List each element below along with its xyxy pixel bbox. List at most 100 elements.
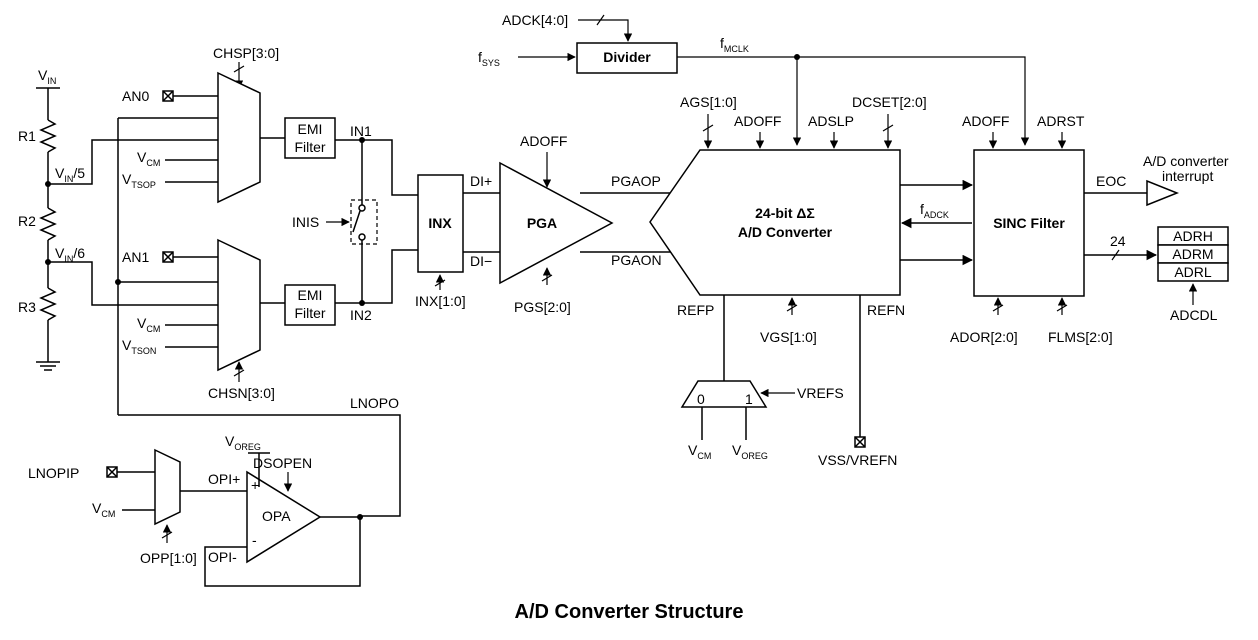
vin6-label: VIN/6 [55,245,85,264]
flms-label: FLMS[2:0] [1048,329,1113,345]
din-label: DI− [470,253,492,269]
pgaon-label: PGAON [611,252,662,268]
adcdl-label: ADCDL [1170,307,1218,323]
inx-sel-label: INX[1:0] [415,293,466,309]
in2-label: IN2 [350,307,372,323]
r3-resistor [39,287,57,321]
dip-label: DI+ [470,173,492,189]
fsys-label: fSYS [478,49,500,68]
adc-block [649,149,901,296]
mux-in1-label: 1 [745,391,753,407]
divider-block [576,42,678,74]
inx-label: INX [428,215,452,231]
fmclk-label: fMCLK [720,35,749,54]
voreg-label-2: VOREG [732,442,768,461]
interrupt-label-2: interrupt [1162,168,1213,184]
opa-minus-sign: - [252,532,257,548]
dsopen-label: DSOPEN [253,455,312,471]
outputs: EOC A/D converter interrupt 24 ADRH ADRM… [1084,153,1229,323]
fadck-label: fADCK [920,201,949,220]
emi-filter-2 [284,284,336,326]
sinc-filter-label: SINC Filter [993,215,1065,231]
adslp-label: ADSLP [808,113,854,129]
ground-icon [36,361,60,371]
adrh-label: ADRH [1173,228,1213,244]
pga-label: PGA [527,215,557,231]
sinc-filter-block [973,149,1085,297]
mux-in0-label: 0 [697,391,705,407]
dcset-label: DCSET[2:0] [852,94,927,110]
voreg-label-1: VOREG [225,433,261,452]
vcm-label-1: VCM [137,149,160,168]
pga-amplifier [499,161,614,285]
an0-label: AN0 [122,88,149,104]
sinc-adoff-label: ADOFF [962,113,1009,129]
vtsop-label: VTSOP [122,171,156,190]
refp-label: REFP [677,302,714,318]
bus-width-label: 24 [1110,233,1126,249]
vss-pin-icon [854,436,866,448]
inis-label: INIS [292,214,319,230]
adc-label-2: A/D Converter [738,224,833,240]
refn-label: REFN [867,302,905,318]
voltage-divider: VIN R1 VIN/5 R2 VIN/6 R3 [18,67,218,371]
opp-mux [154,448,181,526]
r2-label: R2 [18,213,36,229]
opp-label: OPP[1:0] [140,550,197,566]
opa-section: LNOPO LNOPIP VCM OPP[1:0] OPI+ + - OPA V… [28,118,401,587]
vtson-label: VTSON [122,337,156,356]
an0-pin-icon [162,90,174,102]
chsp-label: CHSP[3:0] [213,45,279,61]
adc-sinc-links: fADCK [900,179,974,266]
emi-filters: EMI Filter EMI Filter [260,117,336,326]
r2-resistor [39,207,57,241]
opa-amplifier [246,470,322,564]
pga-adoff-label: ADOFF [520,133,567,149]
chsn-label: CHSN[3:0] [208,385,275,401]
clock-section: ADCK[4:0] fSYS Divider fMCLK [478,12,1030,146]
r1-resistor [39,119,57,153]
opa-label: OPA [262,508,291,524]
vcm-label-4: VCM [92,500,115,519]
emi-filter-2-label-2: Filter [294,305,325,321]
vin-label: VIN [38,67,56,86]
sinc-group: SINC Filter ADOFF ADRST ADOR[2:0] FLMS[2… [950,113,1113,345]
interrupt-buffer [1146,179,1180,207]
vss-vrefn-label: VSS/VREFN [818,452,897,468]
r3-label: R3 [18,299,36,315]
emi-filter-1-label-2: Filter [294,139,325,155]
in1-label: IN1 [350,123,372,139]
ags-label: AGS[1:0] [680,94,737,110]
emi-filter-1-label-1: EMI [298,121,323,137]
lnopo-label: LNOPO [350,395,399,411]
pgaop-label: PGAOP [611,173,661,189]
ador-label: ADOR[2:0] [950,329,1018,345]
pga-group: PGA ADOFF PGS[2:0] PGAOP PGAON [499,133,675,315]
figure-caption: A/D Converter Structure [515,601,744,623]
pgs-label: PGS[2:0] [514,299,571,315]
vin5-label: VIN/5 [55,165,85,184]
vgs-label: VGS[1:0] [760,329,817,345]
adrl-label: ADRL [1174,264,1212,280]
opi-plus-label: OPI+ [208,471,240,487]
emi-filter-2-label-1: EMI [298,287,323,303]
opi-minus-label: OPI- [208,549,237,565]
adck-label: ADCK[4:0] [502,12,568,28]
interrupt-label-1: A/D converter [1143,153,1229,169]
adc-group: 24-bit ΔΣ A/D Converter AGS[1:0] ADOFF A… [649,94,927,468]
divider-label: Divider [603,49,651,65]
inx-block [417,174,464,273]
adc-label-1: 24-bit ΔΣ [755,205,815,221]
eoc-label: EOC [1096,173,1126,189]
vcm-label-2: VCM [137,315,160,334]
mux-negative: AN1 VCM VTSON CHSN[3:0] [118,238,275,401]
adrm-label: ADRM [1172,246,1213,262]
an1-label: AN1 [122,249,149,265]
inx-block-group: INX DI+ DI− INX[1:0] [415,173,500,309]
adrl-register [1157,262,1229,282]
mux-positive: CHSP[3:0] AN0 VCM VTSOP [118,45,279,204]
vref-mux [680,380,768,408]
input-switch: IN1 IN2 INIS [292,123,418,323]
